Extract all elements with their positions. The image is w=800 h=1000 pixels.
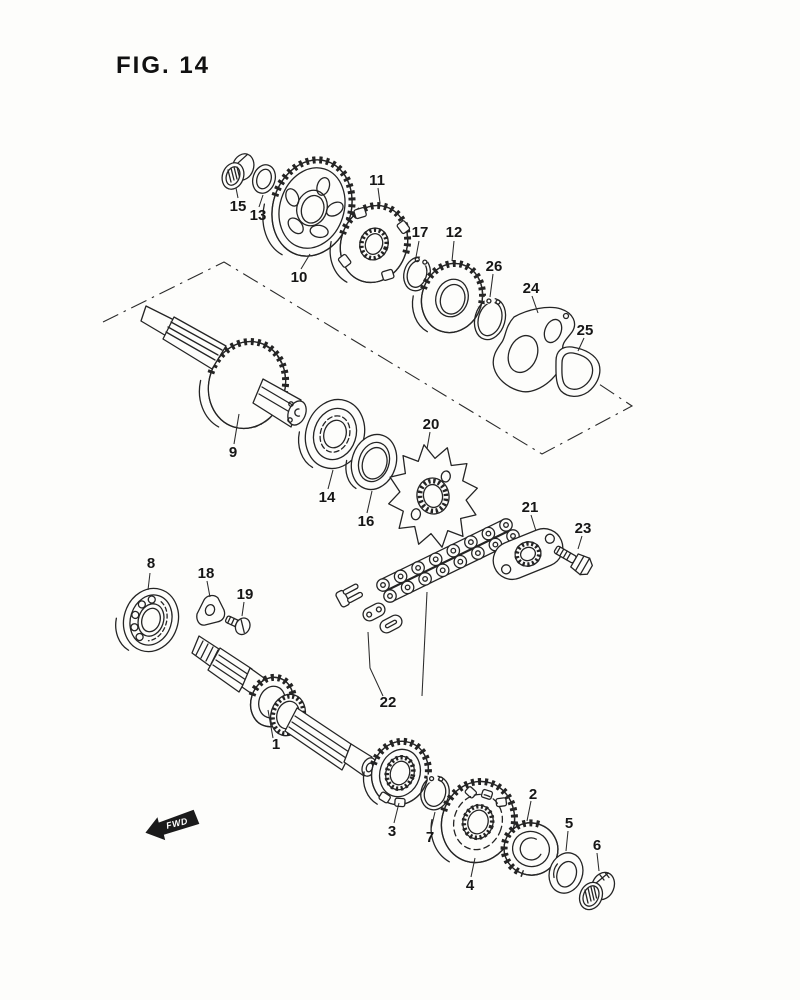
part-18-lock-washer bbox=[196, 594, 226, 626]
part-26-circlip bbox=[473, 295, 507, 341]
callout-label-4: 4 bbox=[466, 877, 475, 894]
part-24-bracket bbox=[492, 306, 576, 393]
callout-label-19: 19 bbox=[237, 586, 254, 603]
leader-lines bbox=[147, 187, 600, 878]
callout-label-7: 7 bbox=[426, 829, 434, 846]
callout-label-6: 6 bbox=[593, 837, 601, 854]
part-17-circlip bbox=[403, 255, 431, 292]
figure-title: FIG. 14 bbox=[116, 52, 210, 79]
callout-label-25: 25 bbox=[577, 322, 594, 339]
part-9-shaft-gear bbox=[140, 305, 307, 430]
part-22-chain-joint bbox=[335, 583, 403, 634]
leader-22-right bbox=[421, 591, 428, 697]
callout-label-9: 9 bbox=[229, 444, 237, 461]
callout-label-18: 18 bbox=[198, 565, 215, 582]
part-5-washer bbox=[548, 852, 584, 894]
part-20-sprocket bbox=[388, 444, 478, 548]
callout-label-17: 17 bbox=[412, 224, 429, 241]
fwd-arrow-shape bbox=[145, 809, 200, 841]
callout-label-3: 3 bbox=[388, 823, 396, 840]
part-15-needle-bearing bbox=[221, 153, 255, 190]
callout-label-23: 23 bbox=[575, 520, 592, 537]
part-13-washer bbox=[251, 164, 277, 194]
callout-label-5: 5 bbox=[565, 815, 573, 832]
part-25-gasket bbox=[555, 346, 601, 398]
part-23-bolt bbox=[553, 545, 593, 576]
reference-plane-outline bbox=[102, 261, 634, 455]
callout-label-24: 24 bbox=[523, 280, 540, 297]
part-4-gear-hub bbox=[430, 777, 518, 864]
part-19-bolt bbox=[224, 615, 251, 636]
callout-label-21: 21 bbox=[522, 499, 539, 516]
fwd-arrow: FWD bbox=[145, 809, 200, 841]
part-11-gear bbox=[329, 202, 412, 284]
callout-label-20: 20 bbox=[423, 416, 440, 433]
callout-label-11: 11 bbox=[369, 172, 385, 189]
callout-label-14: 14 bbox=[319, 489, 336, 506]
callout-label-2: 2 bbox=[529, 786, 537, 803]
leader-22-left bbox=[367, 631, 384, 697]
callout-label-10: 10 bbox=[291, 269, 308, 286]
part-21-sprocket-plate bbox=[492, 527, 564, 581]
callout-label-8: 8 bbox=[147, 555, 155, 572]
callout-label-26: 26 bbox=[486, 258, 503, 275]
callout-label-1: 1 bbox=[272, 736, 280, 753]
callout-label-13: 13 bbox=[250, 207, 267, 224]
callout-label-15: 15 bbox=[230, 198, 247, 215]
callout-label-12: 12 bbox=[446, 224, 463, 241]
part-1-shaft bbox=[191, 635, 377, 777]
callout-labels: 1 2 3 4 5 6 7 8 9 10 11 12 13 14 15 16 1… bbox=[147, 172, 601, 894]
part-3-gear bbox=[362, 737, 432, 808]
callout-label-16: 16 bbox=[358, 513, 375, 530]
part-8-bearing bbox=[115, 587, 180, 653]
part-16-oil-seal bbox=[345, 433, 398, 491]
callout-label-22: 22 bbox=[380, 694, 397, 711]
part-6-needle-bearing bbox=[578, 871, 616, 911]
part-12-gear bbox=[411, 260, 486, 334]
